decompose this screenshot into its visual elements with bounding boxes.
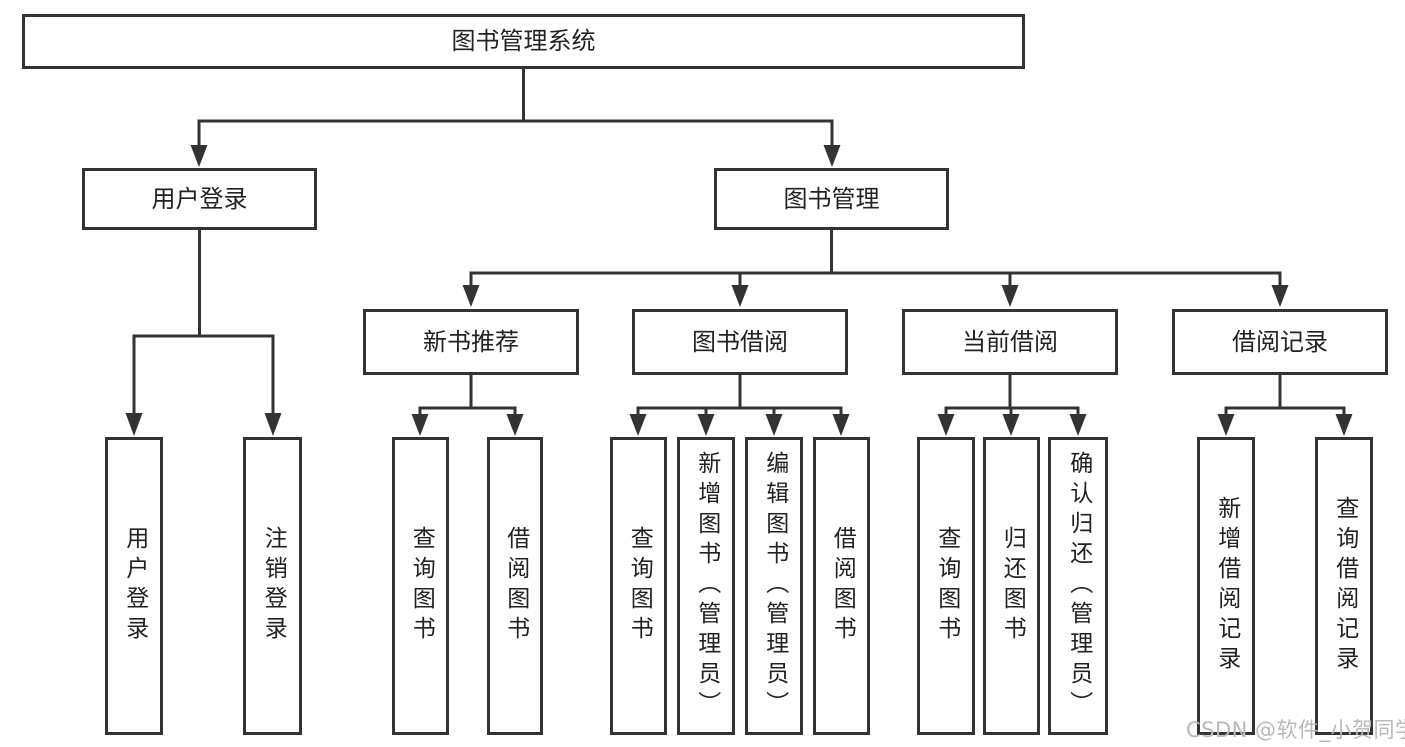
node-book-borrowing: 图书借阅 [632, 309, 848, 375]
leaf-add-borrow-record: 新增借阅记录 [1197, 437, 1255, 735]
leaf-logout: 注销登录 [243, 437, 302, 735]
node-new-book-recommend: 新书推荐 [363, 309, 579, 375]
leaf-add-books-admin: 新增图书（管理员） [677, 437, 735, 735]
arrowhead-group [125, 145, 1353, 436]
leaf-edit-books-admin: 编辑图书（管理员） [745, 437, 803, 735]
leaf-borrow-books-recommend: 借阅图书 [487, 437, 543, 735]
node-current-borrowing: 当前借阅 [902, 309, 1118, 375]
node-book-management: 图书管理 [714, 168, 949, 230]
node-user-login: 用户登录 [82, 168, 317, 230]
leaf-query-books-current: 查询图书 [917, 437, 975, 735]
watermark: CSDN @软件_小贺同学 [1186, 718, 1405, 742]
leaf-query-books-borrowing: 查询图书 [610, 437, 667, 735]
leaf-query-borrow-record: 查询借阅记录 [1315, 437, 1373, 735]
node-library-management-system: 图书管理系统 [22, 14, 1025, 69]
leaf-query-books-recommend: 查询图书 [392, 437, 449, 735]
connector-stroke-group [132, 69, 1346, 417]
leaf-return-books: 归还图书 [983, 437, 1040, 735]
leaf-borrow-books-borrowing: 借阅图书 [813, 437, 870, 735]
leaf-confirm-return-admin: 确认归还（管理员） [1048, 437, 1108, 735]
leaf-user-login: 用户登录 [105, 437, 163, 735]
node-borrowing-records: 借阅记录 [1172, 309, 1388, 375]
